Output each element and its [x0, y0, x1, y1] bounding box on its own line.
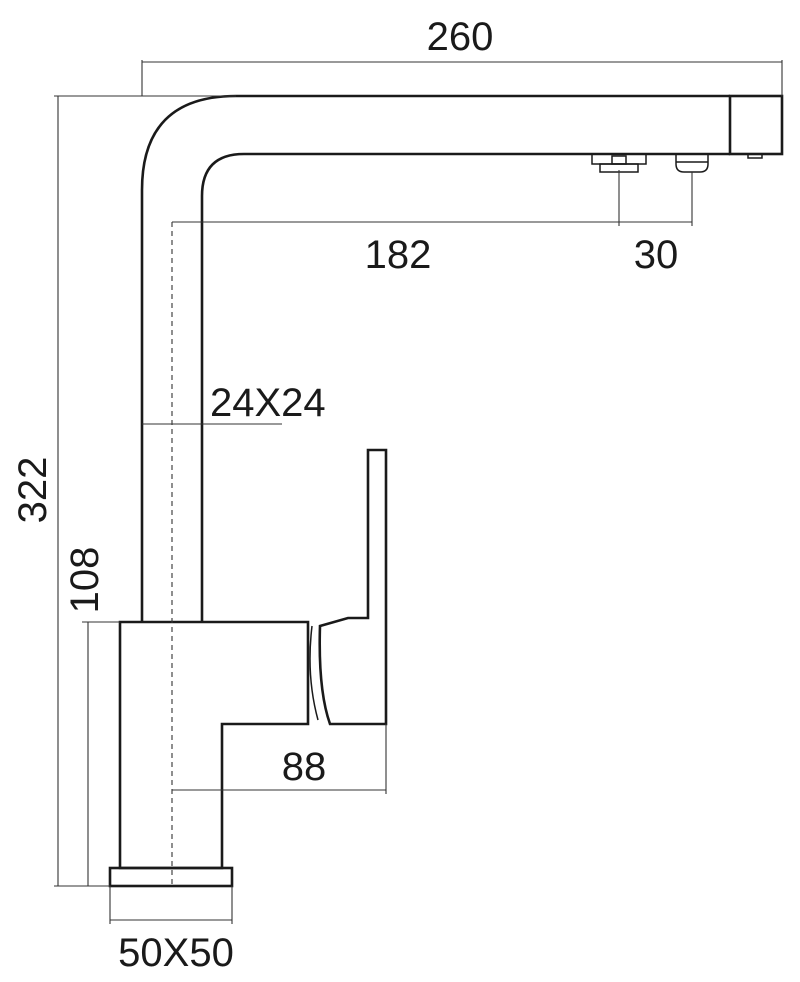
- dimension-base-size: 50X50: [109, 886, 234, 975]
- dimension-handle-projection: 88: [172, 724, 387, 794]
- handle-detail: [307, 622, 319, 724]
- outlet-nozzle-left: [591, 153, 647, 173]
- handle-lever: [318, 448, 388, 726]
- base-plate: [108, 866, 234, 888]
- label-spout-section: 24X24: [210, 381, 326, 425]
- label-handle-projection: 88: [282, 745, 327, 789]
- label-spout-reach: 182: [365, 233, 432, 277]
- dimension-spout-reach: 182 30: [172, 170, 693, 277]
- label-body-height: 108: [63, 547, 107, 614]
- spout-head: [728, 94, 784, 156]
- faucet-body: [118, 620, 310, 870]
- dimension-overall-height: 322: [11, 95, 236, 887]
- label-overall-height: 322: [11, 457, 55, 524]
- spout-head-tip: [747, 154, 763, 159]
- spout-outer-contour: [140, 94, 730, 622]
- spout-inner-contour: [200, 152, 730, 622]
- label-outlet-spacing: 30: [634, 233, 679, 277]
- dimension-spout-section: 24X24: [142, 381, 326, 425]
- dimension-body-height: 108: [63, 547, 120, 886]
- label-base-size: 50X50: [118, 931, 234, 975]
- outlet-nozzle-right: [675, 154, 709, 173]
- faucet-outline: [108, 94, 784, 888]
- dimension-overall-width: 260: [141, 15, 783, 96]
- label-overall-width: 260: [427, 15, 494, 59]
